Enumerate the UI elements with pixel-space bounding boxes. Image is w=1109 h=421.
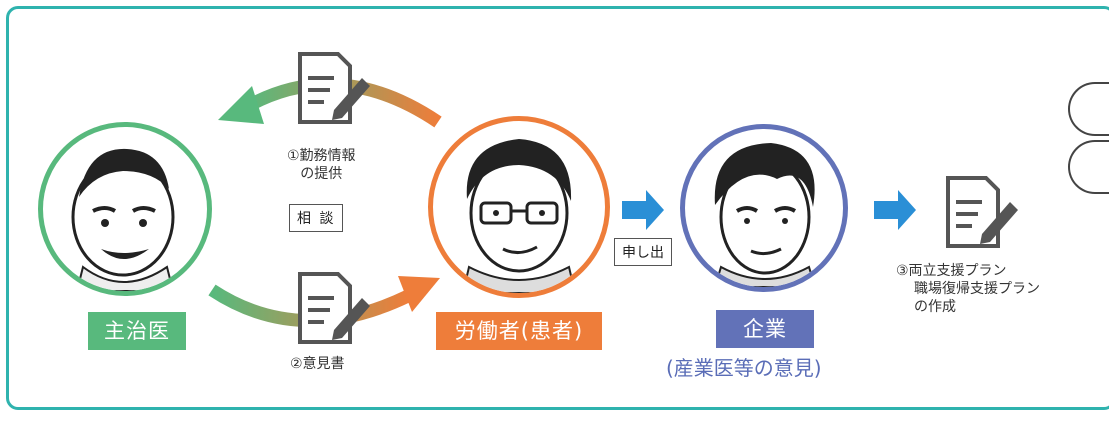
step-plan: ③両立支援プラン 職場復帰支援プラン の作成 bbox=[896, 262, 1040, 316]
step-plan-line1: ③両立支援プラン bbox=[896, 263, 1007, 279]
step-work-info: ①勤務情報 の提供 bbox=[287, 147, 356, 183]
company-portrait bbox=[680, 124, 848, 292]
arrow-worker-to-company bbox=[622, 190, 664, 230]
company-sublabel: (産業医等の意見) bbox=[666, 356, 822, 380]
document-pen-icon bbox=[298, 52, 370, 124]
worker-label: 労働者(患者) bbox=[436, 312, 602, 350]
consult-label: 相 談 bbox=[289, 204, 344, 232]
step-work-info-line2: の提供 bbox=[300, 166, 343, 182]
document-pen-icon bbox=[946, 176, 1018, 248]
doctor-portrait bbox=[38, 122, 212, 296]
cropped-shape-top bbox=[1068, 82, 1109, 136]
step-plan-line2: 職場復帰支援プラン bbox=[914, 281, 1040, 297]
document-pen-icon bbox=[298, 272, 370, 344]
step-plan-line3: の作成 bbox=[914, 299, 956, 315]
cropped-shape-bottom bbox=[1068, 140, 1109, 194]
diagram-frame bbox=[6, 6, 1109, 410]
arrow-company-to-plan bbox=[874, 190, 916, 230]
step-work-info-line1: ①勤務情報 bbox=[287, 148, 356, 164]
request-label: 申し出 bbox=[614, 238, 672, 266]
company-label: 企業 bbox=[716, 310, 814, 348]
doctor-label: 主治医 bbox=[88, 312, 186, 350]
step-opinion: ②意見書 bbox=[290, 356, 345, 372]
worker-portrait bbox=[428, 116, 610, 298]
